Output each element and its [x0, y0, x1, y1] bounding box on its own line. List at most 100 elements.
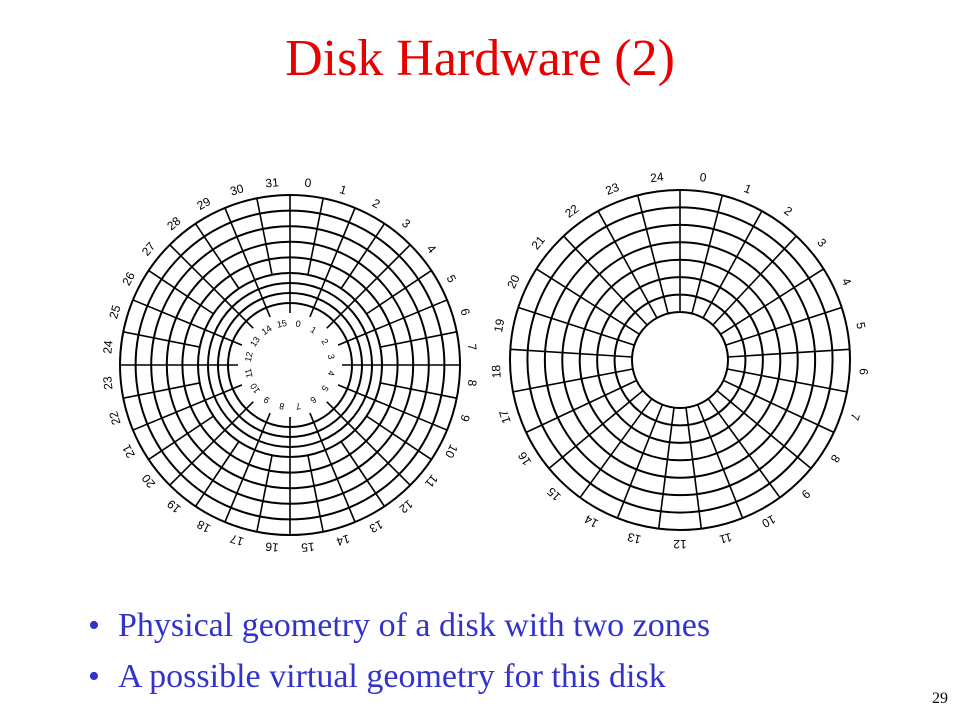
sector-boundary: [123, 331, 200, 348]
virtual-sector-label: 18: [489, 364, 504, 379]
outer-sector-label: 22: [106, 409, 123, 426]
sector-boundary: [224, 401, 254, 431]
outer-sector-label: 29: [195, 194, 214, 213]
outer-sector-label: 27: [139, 239, 158, 258]
outer-sector-label: 9: [457, 413, 472, 424]
sector-boundary: [337, 384, 376, 401]
virtual-sector-label: 24: [649, 170, 664, 186]
inner-sector-label: 1: [308, 325, 318, 336]
sector-boundary: [354, 244, 411, 301]
sector-boundary: [525, 379, 637, 434]
outer-sector-label: 2: [370, 196, 383, 212]
sector-boundary: [309, 279, 326, 318]
sector-boundary: [727, 348, 850, 358]
sector-boundary: [380, 382, 457, 399]
sector-boundary: [326, 299, 356, 329]
virtual-sector-label: 16: [515, 449, 534, 468]
outer-sector-label: 26: [119, 269, 138, 288]
sector-boundary: [354, 429, 411, 486]
sector-boundary: [716, 389, 812, 469]
virtual-sector-label: 10: [759, 512, 778, 531]
outer-sector-label: 19: [164, 497, 183, 516]
inner-sector-label: 0: [295, 318, 302, 329]
virtual-sector-label: 21: [529, 233, 549, 252]
bullet-item: Physical geometry of a disk with two zon…: [88, 600, 710, 651]
sector-boundary: [256, 198, 273, 275]
virtual-sector-label: 9: [798, 487, 813, 502]
sector-boundary: [307, 455, 324, 532]
virtual-sector-label: 12: [673, 537, 687, 551]
outer-sector-label: 23: [100, 375, 115, 390]
virtual-sector-label: 13: [626, 530, 643, 547]
sector-boundary: [512, 368, 634, 393]
inner-sector-label: 12: [243, 351, 255, 363]
inner-sector-label: 10: [248, 381, 262, 395]
sector-boundary: [702, 210, 763, 319]
outer-sector-label: 14: [334, 531, 351, 548]
outer-sector-label: 18: [194, 517, 213, 536]
outer-sector-label: 30: [228, 181, 245, 198]
sector-boundary: [380, 331, 457, 348]
virtual-sector-label: 7: [847, 412, 862, 423]
outer-sector-label: 11: [422, 472, 441, 491]
virtual-sector-label: 6: [856, 368, 870, 376]
outer-sector-label: 12: [396, 497, 415, 516]
sector-boundary: [204, 384, 243, 401]
inner-sector-label: 3: [326, 353, 337, 360]
sector-boundary: [194, 441, 240, 507]
inner-sector-label: 8: [278, 401, 285, 412]
track-circle: [613, 293, 747, 427]
virtual-sector-label: 23: [603, 180, 621, 198]
inner-sector-label: 6: [308, 394, 318, 405]
track-circle: [631, 311, 729, 409]
virtual-sector-label: 2: [781, 204, 795, 219]
outer-sector-label: 21: [119, 442, 138, 461]
sector-boundary: [691, 195, 724, 314]
sector-boundary: [326, 401, 356, 431]
sector-boundary: [616, 404, 664, 519]
virtual-sector-label: 4: [839, 276, 855, 288]
inner-sector-label: 13: [248, 335, 262, 349]
sector-boundary: [224, 299, 254, 329]
outer-sector-label: 6: [457, 307, 472, 318]
sector-boundary: [224, 449, 256, 523]
sector-boundary: [374, 299, 448, 331]
sector-boundary: [254, 412, 271, 451]
sector-boundary: [309, 412, 326, 451]
virtual-sector-label: 8: [827, 452, 843, 465]
sector-boundary: [712, 235, 797, 326]
sector-boundary: [720, 268, 824, 335]
sector-boundary: [536, 268, 640, 335]
virtual-sector-label: 22: [562, 201, 581, 220]
sector-boundary: [254, 279, 271, 318]
inner-sector-label: 7: [295, 401, 302, 412]
sector-boundary: [510, 348, 633, 358]
outer-sector-label: 17: [228, 531, 245, 548]
virtual-sector-label: 19: [491, 317, 507, 333]
outer-sector-label: 5: [444, 272, 460, 285]
outer-sector-label: 13: [367, 517, 386, 536]
outer-sector-label: 24: [100, 339, 115, 354]
sector-boundary: [204, 329, 243, 346]
virtual-sector-label: 5: [853, 321, 868, 330]
sector-boundary: [340, 223, 386, 289]
outer-sector-label: 8: [465, 379, 480, 387]
outer-sector-label: 3: [399, 216, 413, 231]
virtual-sector-label: 1: [742, 181, 754, 197]
outer-sector-label: 4: [424, 242, 439, 256]
sector-boundary: [148, 269, 214, 315]
page-number: 29: [932, 690, 948, 707]
inner-sector-label: 9: [262, 394, 272, 405]
inner-sector-label: 2: [319, 337, 330, 347]
inner-sector-label: 14: [260, 323, 274, 337]
sector-boundary: [636, 195, 669, 314]
outer-sector-label: 7: [465, 343, 480, 351]
virtual-sector-label: 15: [544, 484, 564, 504]
sector-boundary: [725, 306, 842, 346]
sector-boundary: [169, 244, 226, 301]
virtual-sector-label: 0: [699, 170, 708, 185]
sector-boundary: [337, 329, 376, 346]
sector-boundary: [696, 404, 744, 519]
virtual-sector-label: 20: [504, 272, 522, 290]
